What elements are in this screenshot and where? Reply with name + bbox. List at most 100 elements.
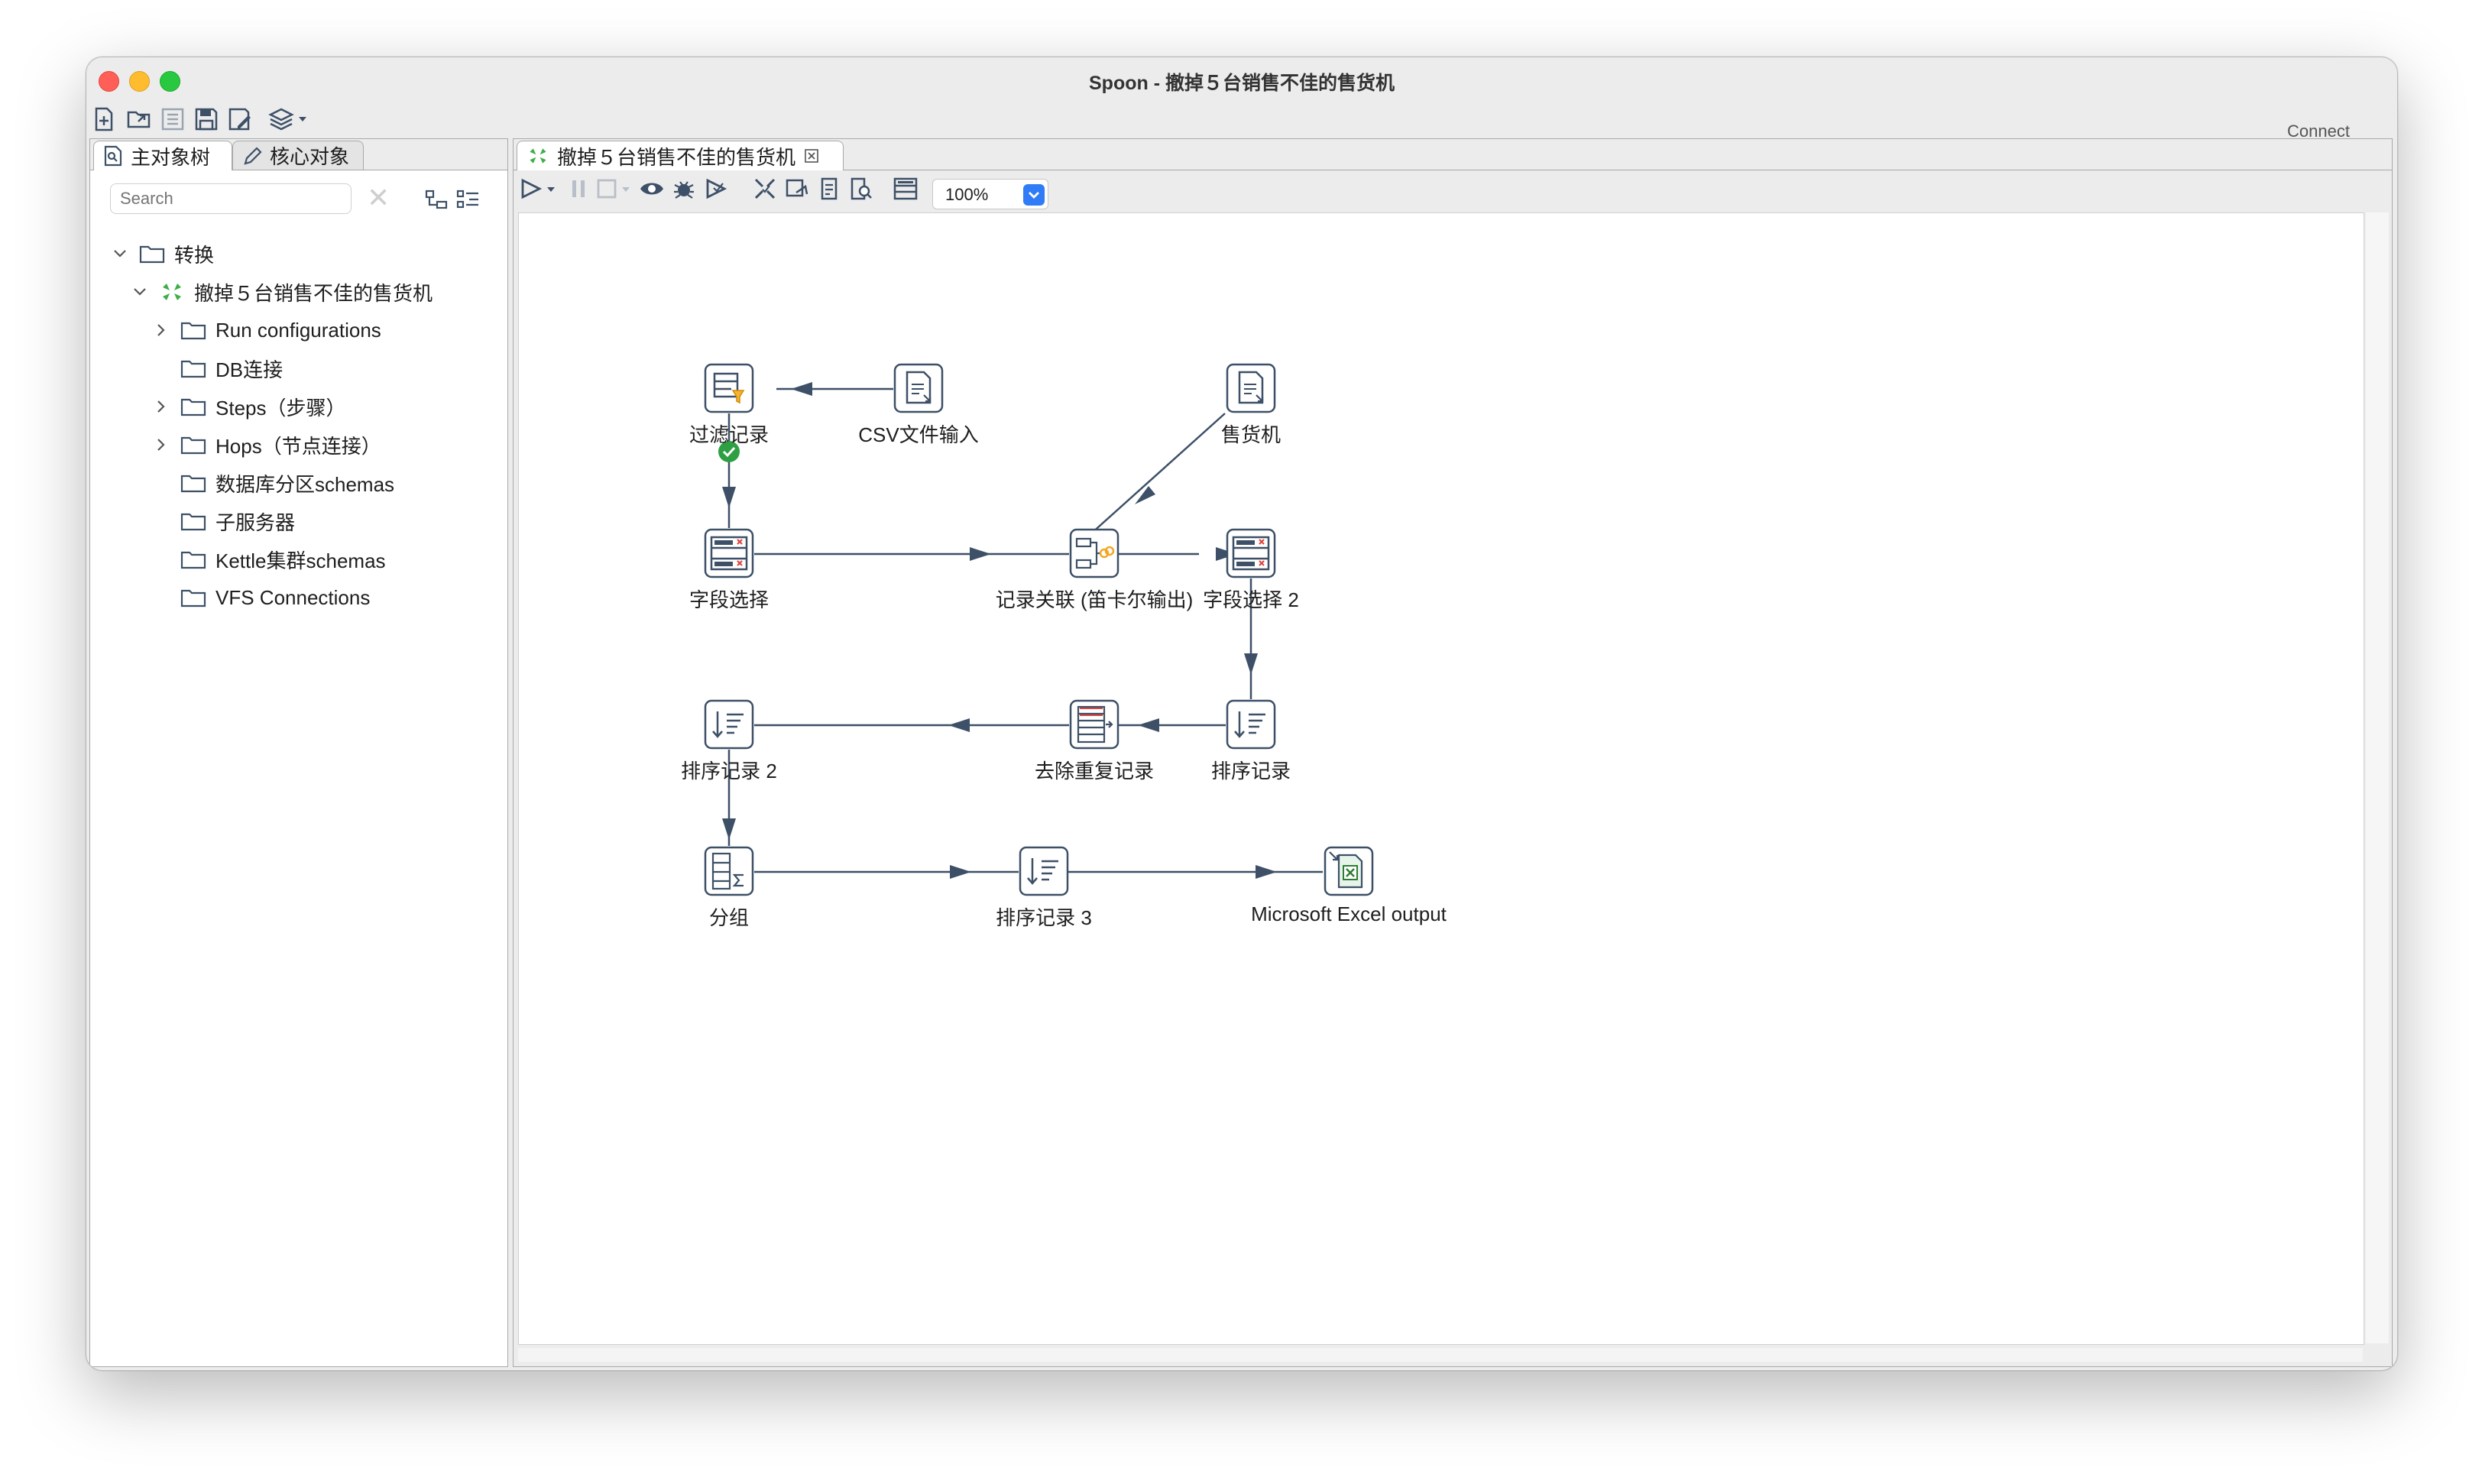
- database-explorer-icon[interactable]: [848, 176, 874, 202]
- hop-arrow: [791, 382, 812, 396]
- editor-panel: 撤掉５台销售不佳的售货机 100%: [513, 138, 2393, 1367]
- minimize-window-button[interactable]: [129, 71, 150, 92]
- join-rows-step-icon[interactable]: [1069, 528, 1119, 578]
- new-file-icon[interactable]: [91, 106, 117, 132]
- save-icon[interactable]: [193, 106, 219, 132]
- left-panel: 主对象树 核心对象 ✕ 转换 撤掉５台销售不佳的售货机: [89, 138, 508, 1367]
- hop-arrow: [1256, 865, 1277, 879]
- zoom-select[interactable]: 100%: [932, 179, 1048, 209]
- save-as-icon[interactable]: [227, 106, 253, 132]
- select-values-2-step-icon[interactable]: [1226, 528, 1276, 578]
- tree-item-label: Run configurations: [215, 318, 381, 342]
- debug-icon[interactable]: [671, 176, 697, 202]
- zoom-window-button[interactable]: [160, 71, 180, 92]
- tree-item-vfs-connections[interactable]: VFS Connections: [180, 581, 370, 614]
- tree-item-partition-schemas[interactable]: 数据库分区schemas: [180, 466, 394, 500]
- group-by-step-icon[interactable]: [704, 846, 754, 896]
- hop-arrow: [950, 865, 971, 879]
- hop-arrow: [1138, 718, 1159, 732]
- transformation-canvas[interactable]: 过滤记录 CSV文件输入 售货机 字段选择 记录关联 (笛卡尔输出) 字段选择 …: [518, 212, 2364, 1345]
- sql-icon[interactable]: [816, 176, 842, 202]
- window-title: Spoon - 撤掉５台销售不佳的售货机: [1089, 73, 1395, 94]
- collapse-tree-icon[interactable]: [423, 186, 449, 212]
- chevron-right-icon[interactable]: [153, 398, 170, 415]
- unique-rows-step-icon[interactable]: [1069, 699, 1119, 750]
- tree-item-label: VFS Connections: [215, 585, 371, 609]
- hop-arrow: [1244, 653, 1258, 675]
- hop-arrow: [722, 818, 736, 840]
- step-label-excel: Microsoft Excel output: [1251, 902, 1447, 925]
- sort-rows-step-icon[interactable]: [1226, 699, 1276, 750]
- folder-icon: [180, 398, 206, 416]
- step-label-sort1: 排序记录: [1210, 760, 1291, 783]
- step-label-sort3: 排序记录 3: [996, 906, 1092, 929]
- close-tab-icon[interactable]: [803, 147, 820, 164]
- true-condition-badge-icon: [718, 441, 740, 462]
- tree-item-label: 子服务器: [215, 510, 296, 534]
- hop-vending-to-join[interactable]: [1090, 413, 1226, 535]
- chevron-right-icon[interactable]: [153, 322, 170, 339]
- folder-icon: [180, 475, 206, 493]
- sort-rows-2-step-icon[interactable]: [704, 699, 754, 750]
- editor-tab-bar: 撤掉５台销售不佳的售货机: [514, 139, 2392, 170]
- zoom-value: 100%: [945, 185, 989, 204]
- stop-icon[interactable]: [595, 176, 633, 202]
- impact-icon[interactable]: [784, 176, 810, 202]
- tab-main-object-tree[interactable]: 主对象树: [93, 141, 232, 170]
- tree-item-transformations[interactable]: 转换: [112, 237, 214, 271]
- tab-core-objects[interactable]: 核心对象: [232, 141, 364, 170]
- tree-item-db-connections[interactable]: DB连接: [180, 352, 283, 385]
- tree-item-hops[interactable]: Hops（节点连接）: [153, 428, 381, 462]
- pencil-icon: [244, 146, 262, 165]
- chevron-down-icon[interactable]: [112, 245, 128, 262]
- tab-transformation[interactable]: 撤掉５台销售不佳的售货机: [517, 141, 844, 170]
- expand-tree-icon[interactable]: [455, 186, 481, 212]
- folder-icon: [180, 551, 206, 569]
- hop-arrow: [948, 718, 970, 732]
- run-icon[interactable]: [518, 176, 558, 202]
- chevron-down-icon[interactable]: [131, 284, 148, 300]
- chevron-down-icon: [1029, 192, 1039, 199]
- tree-item-label: Hops（节点连接）: [215, 434, 381, 458]
- tree-item-steps[interactable]: Steps（步骤）: [153, 390, 346, 423]
- close-window-button[interactable]: [99, 71, 119, 92]
- canvas-horizontal-scrollbar[interactable]: [518, 1348, 2363, 1362]
- folder-icon: [180, 513, 206, 531]
- canvas-vertical-scrollbar[interactable]: [2366, 212, 2389, 1343]
- excel-output-step-icon[interactable]: [1324, 846, 1374, 896]
- open-file-icon[interactable]: [126, 106, 152, 132]
- pause-icon[interactable]: [565, 176, 591, 202]
- vending-input-step-icon[interactable]: [1226, 363, 1276, 413]
- preview-icon[interactable]: [639, 176, 665, 202]
- replay-icon[interactable]: [703, 176, 729, 202]
- folder-icon: [180, 436, 206, 455]
- tree-item-run-configurations[interactable]: Run configurations: [153, 313, 381, 347]
- title-bar: Spoon - 撤掉５台销售不佳的售货机: [86, 57, 2397, 100]
- tab-main-object-tree-label: 主对象树: [131, 145, 211, 169]
- step-label-select2: 字段选择 2: [1203, 588, 1299, 611]
- zoom-dropdown-button[interactable]: [1023, 184, 1045, 206]
- csv-input-step-icon[interactable]: [893, 363, 944, 413]
- filter-rows-step-icon[interactable]: [704, 363, 754, 413]
- hop-arrow: [970, 547, 991, 561]
- tree-item-slave-servers[interactable]: 子服务器: [180, 504, 295, 538]
- clear-search-icon[interactable]: ✕: [367, 182, 390, 213]
- transformation-icon: [163, 284, 181, 300]
- search-input[interactable]: [110, 183, 352, 214]
- chevron-right-icon[interactable]: [153, 436, 170, 453]
- verify-icon[interactable]: [752, 176, 778, 202]
- folder-icon: [180, 589, 206, 608]
- step-label-join: 记录关联 (笛卡尔输出): [995, 588, 1194, 611]
- show-results-icon[interactable]: [893, 176, 919, 202]
- spoon-window: Spoon - 撤掉５台销售不佳的售货机 Connect 主对象树 核心对象 ✕: [86, 57, 2398, 1371]
- tree-item-cluster-schemas[interactable]: Kettle集群schemas: [180, 543, 386, 576]
- tree-item-transformation[interactable]: 撤掉５台销售不佳的售货机: [131, 275, 433, 309]
- hops-layer: [718, 382, 1323, 879]
- connect-button[interactable]: Connect: [2287, 122, 2350, 141]
- explore-repository-icon[interactable]: [160, 106, 186, 132]
- select-values-step-icon[interactable]: [704, 528, 754, 578]
- sort-rows-3-step-icon[interactable]: [1019, 846, 1069, 896]
- step-label-dedupe: 去除重复记录: [1034, 760, 1155, 783]
- tree-item-label: 转换: [174, 243, 215, 267]
- perspective-layers-icon[interactable]: [268, 106, 311, 132]
